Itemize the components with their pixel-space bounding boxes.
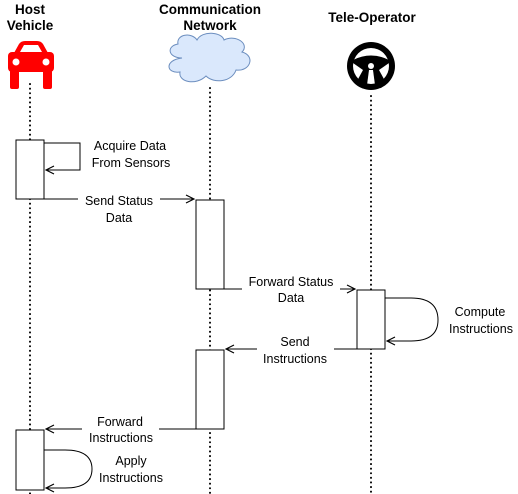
host-vehicle-title-line2: Vehicle	[7, 18, 54, 33]
forward-status-label-line1: Forward Status	[249, 275, 334, 289]
acquire-data-label-line2: From Sensors	[92, 156, 171, 170]
network-activation-2	[195, 349, 225, 430]
steering-wheel-icon	[347, 42, 395, 90]
acquire-data-arrow	[44, 142, 81, 170]
compute-arrow	[385, 297, 439, 341]
forward-instructions-label-bg	[82, 413, 159, 447]
forward-instructions-label-line1: Forward	[97, 415, 143, 429]
host-activation-1	[15, 139, 45, 200]
send-status-label-line2: Data	[106, 211, 132, 225]
send-instructions-label-line2: Instructions	[263, 352, 327, 366]
send-instructions-label-line1: Send	[280, 335, 309, 349]
host-activation-2	[15, 429, 45, 491]
car-icon	[8, 41, 54, 89]
send-status-label-bg	[78, 192, 160, 227]
send-status-label-line1: Send Status	[85, 194, 153, 208]
send-instructions-label-bg	[257, 334, 334, 368]
apply-label-line2: Instructions	[99, 471, 163, 485]
network-title-line2: Network	[183, 18, 237, 33]
operator-activation	[356, 289, 386, 350]
forward-instructions-label-line2: Instructions	[89, 431, 153, 445]
compute-label-line2: Instructions	[449, 322, 513, 336]
compute-label-line1: Compute	[455, 305, 506, 319]
network-activation-1	[195, 199, 225, 290]
tele-operator-title: Tele-Operator	[328, 10, 416, 25]
forward-status-label-bg	[242, 273, 340, 307]
host-vehicle-title-line1: Host	[15, 2, 46, 17]
apply-label-line1: Apply	[115, 454, 147, 468]
forward-status-label-line2: Data	[278, 291, 304, 305]
apply-arrow	[44, 449, 93, 488]
network-title-line1: Communication	[159, 2, 261, 17]
cloud-icon	[168, 32, 251, 83]
acquire-data-label-line1: Acquire Data	[94, 139, 166, 153]
